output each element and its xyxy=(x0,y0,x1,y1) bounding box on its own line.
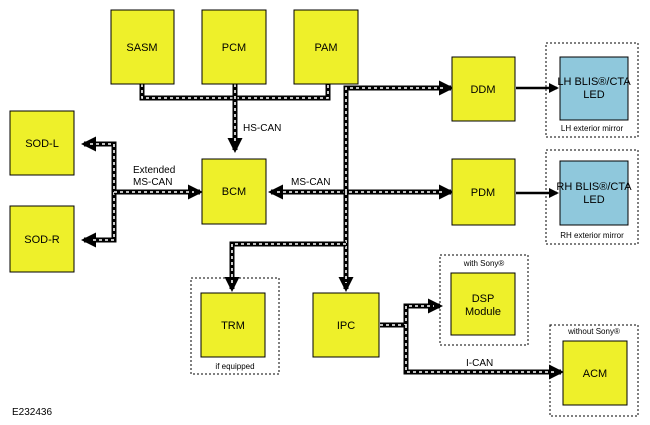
extended-ms-can-label-line2: MS-CAN xyxy=(133,177,172,188)
pcm-module: PCM xyxy=(201,9,267,85)
svg-text:LED: LED xyxy=(583,194,604,206)
hs-can-label: HS-CAN xyxy=(243,123,281,134)
pdm-module: PDM xyxy=(451,158,516,226)
svg-text:SOD-L: SOD-L xyxy=(25,138,59,150)
pam-module: PAM xyxy=(293,9,359,85)
ipc-module: IPC xyxy=(312,292,380,358)
with-sony-group xyxy=(439,254,529,346)
svg-text:SOD-R: SOD-R xyxy=(24,234,60,246)
extended-ms-can-label-line1: Extended xyxy=(133,165,175,176)
svg-text:DSP: DSP xyxy=(472,293,495,305)
svg-text:DDM: DDM xyxy=(470,84,495,96)
svg-text:SASM: SASM xyxy=(126,42,157,54)
i-can-label: I-CAN xyxy=(466,358,493,369)
svg-text:PAM: PAM xyxy=(314,42,337,54)
lh-mirror-group xyxy=(545,42,639,138)
i-can-bus xyxy=(380,298,564,380)
svg-text:PCM: PCM xyxy=(222,42,246,54)
extended-ms-can-bus xyxy=(81,136,203,248)
svg-text:TRM: TRM xyxy=(221,320,245,332)
sod-r-module: SOD-R xyxy=(9,205,75,273)
svg-text:Module: Module xyxy=(465,306,501,318)
svg-text:LH BLIS®/CTA: LH BLIS®/CTA xyxy=(557,76,631,88)
svg-text:BCM: BCM xyxy=(222,186,246,198)
svg-text:ACM: ACM xyxy=(583,368,607,380)
rh-blis-cta-led: RH BLIS®/CTA LED xyxy=(556,160,632,226)
ms-can-label: MS-CAN xyxy=(291,177,330,188)
lh-mirror-label: LH exterior mirror xyxy=(561,124,624,133)
figure-id: E232436 xyxy=(12,407,52,418)
rh-mirror-group xyxy=(545,149,639,245)
sasm-module: SASM xyxy=(110,9,175,85)
ddm-module: DDM xyxy=(451,56,516,122)
ms-can-bus xyxy=(224,80,454,292)
svg-text:IPC: IPC xyxy=(337,320,355,332)
without-sony-label: without Sony® xyxy=(567,327,620,336)
sod-l-module: SOD-L xyxy=(9,110,75,176)
hs-can-bus xyxy=(139,84,331,153)
svg-text:PDM: PDM xyxy=(471,187,495,199)
dsp-module: DSP Module xyxy=(450,272,516,336)
trm-module: TRM xyxy=(200,292,266,358)
with-sony-label: with Sony® xyxy=(463,259,505,268)
bcm-module: BCM xyxy=(201,158,267,225)
trm-note-label: if equipped xyxy=(215,362,254,371)
svg-text:RH BLIS®/CTA: RH BLIS®/CTA xyxy=(556,181,632,193)
svg-text:LED: LED xyxy=(583,89,604,101)
rh-mirror-label: RH exterior mirror xyxy=(560,231,624,240)
acm-module: ACM xyxy=(562,340,628,406)
lh-blis-cta-led: LH BLIS®/CTA LED xyxy=(557,56,631,121)
